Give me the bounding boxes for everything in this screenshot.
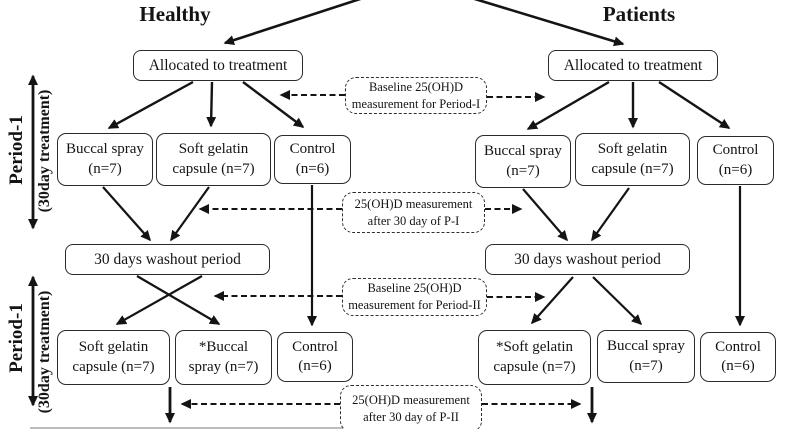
patients-p1-control-box: Control (n=6) bbox=[697, 136, 774, 185]
arrow-allocL-to-control bbox=[242, 81, 305, 128]
healthy-p2-control-box: Control (n=6) bbox=[277, 332, 353, 382]
arrow-top-to-healthy bbox=[223, 0, 362, 45]
arrow-washoutR-to-capsule2 bbox=[531, 276, 574, 325]
arrow-top-to-patients bbox=[473, 0, 625, 47]
baseline-period1-measurement-box: Baseline 25(OH)D measurement for Period-… bbox=[345, 77, 487, 114]
after-period1-measurement-box: 25(OH)D measurement after 30 day of P-I bbox=[342, 192, 485, 233]
patients-washout-box: 30 days washout period bbox=[485, 244, 690, 275]
period1-duration-label: (30day treatment) bbox=[36, 89, 53, 213]
patients-p1-capsule-box: Soft gelatin capsule (n=7) bbox=[575, 133, 690, 186]
after-period2-measurement-box: 25(OH)D measurement after 30 day of P-II bbox=[340, 385, 482, 429]
baseline-period2-measurement-box: Baseline 25(OH)D measurement for Period-… bbox=[342, 278, 487, 316]
healthy-p1-buccal-box: Buccal spray (n=7) bbox=[57, 133, 153, 186]
arrow-washoutR-to-buccal2 bbox=[592, 276, 643, 326]
arrow-washoutL-to-capsule2 bbox=[115, 275, 203, 325]
measurement-text-line: Baseline 25(OH)D bbox=[367, 281, 462, 296]
healthy-p1-control-box: Control (n=6) bbox=[274, 135, 351, 184]
period2-name-label: Period-1 bbox=[6, 303, 27, 373]
arrow-allocL-to-capsule bbox=[206, 81, 217, 128]
period1-name-label: Period-1 bbox=[6, 115, 27, 185]
healthy-group-title: Healthy bbox=[139, 2, 211, 26]
arrow-buccalL-to-washout bbox=[102, 186, 151, 242]
patients-group-title: Patients bbox=[602, 2, 676, 26]
allocated-box-healthy: Allocated to treatment bbox=[133, 50, 303, 81]
measurement-text-line: after 30 day of P-II bbox=[363, 409, 459, 424]
arrow-allocL-to-buccal bbox=[107, 80, 194, 130]
healthy-p2-capsule-box: Soft gelatin capsule (n=7) bbox=[57, 330, 170, 385]
patients-p2-capsule-box: *Soft gelatin capsule (n=7) bbox=[478, 330, 591, 385]
patients-p2-control-box: Control (n=6) bbox=[700, 332, 776, 382]
healthy-washout-box: 30 days washout period bbox=[65, 244, 270, 275]
arrow-allocR-to-buccal bbox=[526, 80, 610, 131]
patients-p2-buccal-box: Buccal spray (n=7) bbox=[597, 330, 695, 383]
healthy-p1-capsule-box: Soft gelatin capsule (n=7) bbox=[156, 133, 271, 186]
arrow-buccalR-to-washout bbox=[522, 188, 568, 242]
arrow-allocR-to-control bbox=[658, 80, 731, 130]
measurement-text-line: after 30 day of P-I bbox=[367, 213, 460, 228]
measurement-text-line: measurement for Period-I bbox=[351, 96, 481, 111]
allocated-box-patients: Allocated to treatment bbox=[548, 50, 718, 81]
period2-duration-label: (30day treatment) bbox=[36, 290, 53, 414]
patients-p1-buccal-box: Buccal spray (n=7) bbox=[475, 135, 571, 188]
measurement-text-line: measurement for Period-II bbox=[348, 298, 481, 312]
measurement-text-line: 25(OH)D measurement bbox=[352, 392, 470, 407]
arrow-capsuleL-to-washout bbox=[170, 186, 210, 242]
measurement-text-line: 25(OH)D measurement bbox=[354, 196, 473, 211]
arrow-capsuleR-to-washout bbox=[591, 187, 630, 242]
arrow-washoutL-to-buccal2 bbox=[136, 275, 221, 325]
healthy-p2-buccal-box: *Buccal spray (n=7) bbox=[175, 330, 272, 385]
measurement-text-line: Baseline 25(OH)D bbox=[368, 79, 464, 94]
